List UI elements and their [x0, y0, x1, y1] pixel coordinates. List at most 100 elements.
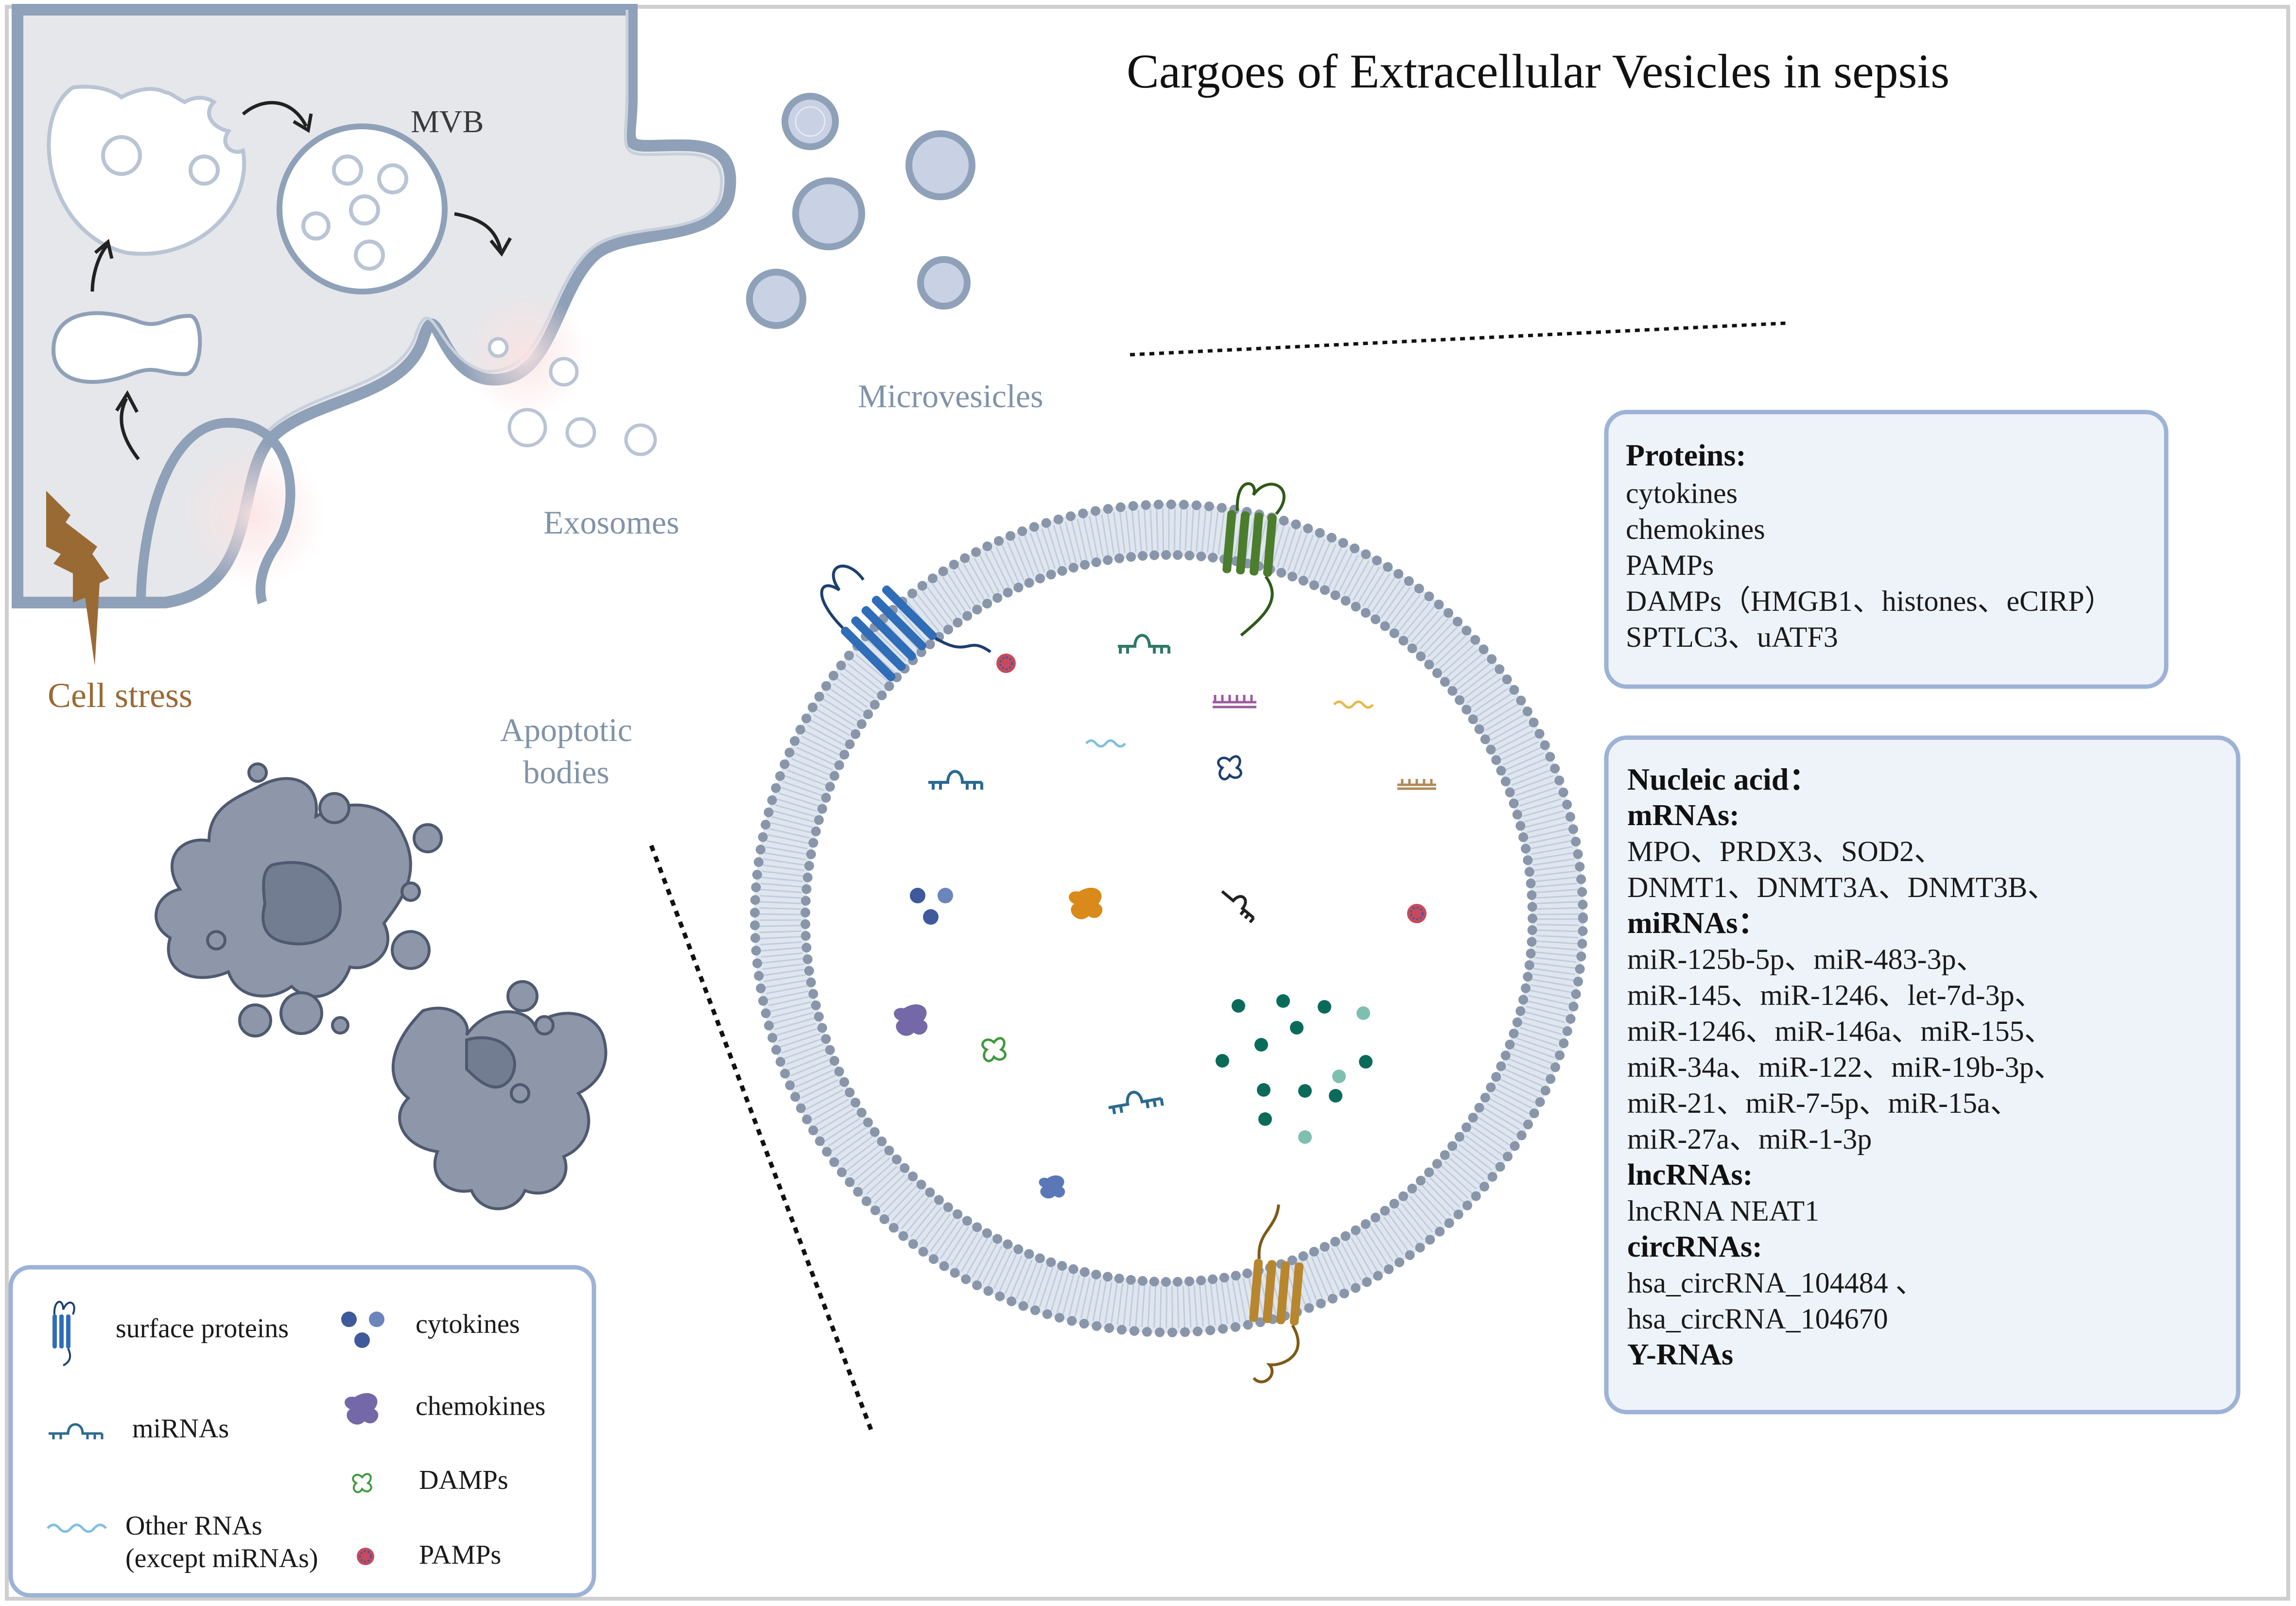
microvesicle: [792, 177, 865, 250]
legend-box: [8, 1265, 596, 1598]
cytokine-icon: [341, 1312, 384, 1348]
surface-protein-orange: [1249, 1204, 1304, 1383]
microvesicles: [746, 93, 975, 329]
apoptotic-label-line2: bodies: [523, 754, 609, 791]
particle-cluster: [1216, 994, 1373, 1144]
exosome: [507, 408, 547, 448]
nucleic-acid-box: [1604, 735, 2241, 1415]
legend-other-rnas-line1: Other RNAs: [125, 1511, 262, 1541]
protein-item: cytokines: [1626, 477, 1738, 509]
legend-cytokines: cytokines: [416, 1309, 520, 1339]
ev-tails: [759, 509, 1579, 1328]
proteins-box: [1604, 410, 2169, 689]
lightning-icon: [46, 491, 109, 666]
arrow-to-release: [454, 212, 503, 251]
apoptotic-cell-2: [391, 1006, 608, 1210]
protein-item: DAMPs（HMGB1、histones、eCIRP）: [1626, 585, 2113, 617]
apoptotic-bleb: [318, 792, 350, 824]
microvesicle: [795, 106, 826, 137]
nucleic-heading: Nucleic acid：: [1627, 762, 1820, 796]
endocytosis-pit: [136, 417, 296, 604]
microvesicle: [782, 93, 839, 150]
figure-frame: [5, 5, 2290, 1601]
arrow-head: [94, 239, 114, 259]
mvb-label: MVB: [411, 104, 484, 139]
mirna-icon: [928, 770, 983, 790]
mvb-ilv: [377, 163, 408, 194]
mirna-icon: [1108, 1090, 1164, 1115]
protein-item: chemokines: [1626, 513, 1765, 545]
legend-chemokines: chemokines: [416, 1391, 545, 1421]
legend-other-rnas-line2: (except miRNAs): [125, 1543, 318, 1573]
arrow-maturation: [90, 244, 108, 292]
arrow-head: [115, 390, 139, 413]
lncrna-item: lncRNA NEAT1: [1627, 1195, 1819, 1227]
apoptotic-bleb: [534, 1015, 555, 1036]
pamp-icon: [1407, 904, 1426, 923]
surface-protein-green: [1222, 482, 1286, 637]
early-endosome: [51, 311, 202, 384]
cell-stress-label: Cell stress: [48, 676, 192, 715]
proteins-heading: Proteins:: [1626, 438, 1746, 472]
legend-pamps: PAMPs: [419, 1540, 501, 1570]
microvesicle: [905, 130, 975, 200]
apoptotic-label-line1: Apoptotic: [500, 711, 632, 748]
apoptotic-nucleus: [261, 861, 342, 946]
arrow-head: [489, 237, 512, 257]
apoptotic-bleb: [506, 980, 539, 1012]
late-endosome: [47, 85, 246, 256]
lncrnas-label: lncRNAs:: [1627, 1158, 1753, 1192]
mrna-item: MPO、PRDX3、SOD2、: [1627, 835, 1943, 867]
surface-protein-blue: [820, 565, 991, 681]
apoptotic-bleb: [413, 823, 443, 853]
legend-damps: DAMPs: [419, 1465, 508, 1495]
mirna-item: miR-27a、miR-1-3p: [1627, 1123, 1872, 1155]
extracellular-vesicle: [750, 482, 1588, 1383]
mrnas-label: mRNAs:: [1627, 799, 1739, 832]
other-rna-icon: [1085, 739, 1126, 748]
cell-membrane-inner: [267, 10, 723, 432]
legend-surface-proteins: surface proteins: [116, 1313, 289, 1344]
other-rna-icon: [1333, 700, 1374, 709]
pamp-icon: [996, 654, 1016, 673]
circrnas-label: circRNAs:: [1627, 1230, 1762, 1263]
chemokine-icon: [345, 1393, 379, 1425]
arrow-endocytosis: [120, 397, 140, 461]
damp-icon: [352, 1473, 372, 1493]
apoptotic-bleb: [247, 762, 268, 783]
apoptotic-bleb: [238, 1003, 272, 1037]
rna-icon: [1213, 695, 1256, 708]
protein-item: SPTLC3、uATF3: [1626, 621, 1838, 653]
mvb-ilv: [349, 194, 380, 225]
endocytosis-glow: [180, 442, 326, 588]
apoptotic-bleb: [510, 1083, 530, 1104]
exosomes-label: Exosomes: [543, 504, 679, 541]
parent-cell: MVB: [12, 4, 736, 608]
mirnas-label: miRNAs：: [1627, 907, 1768, 940]
legend-mirnas: miRNAs: [132, 1414, 229, 1444]
chemokine-icon: [1069, 887, 1103, 919]
ilv: [101, 135, 142, 176]
exosome-release-glow: [462, 292, 588, 418]
microvesicles-label: Microvesicles: [858, 378, 1043, 414]
exosome: [565, 417, 596, 448]
microvesicle: [917, 256, 971, 310]
surface-protein-icon: [52, 1301, 75, 1366]
chemokine-icon: [894, 1004, 928, 1036]
mvb-ilv: [332, 155, 363, 186]
separator-top: [1130, 321, 1787, 357]
mirna-item: miR-145、miR-1246、let-7d-3p、: [1627, 979, 2044, 1011]
mirna-item: miR-125b-5p、miR-483-3p、: [1627, 943, 1985, 975]
mirna-item: miR-34a、miR-122、miR-19b-3p、: [1627, 1051, 2063, 1083]
yrnas-label: Y-RNAs: [1627, 1338, 1733, 1371]
apoptotic-bodies: [155, 762, 608, 1210]
circrna-item: hsa_circRNA_104670: [1627, 1303, 1888, 1335]
arrow-head: [293, 113, 313, 133]
chemokine-icon: [1039, 1175, 1065, 1199]
arrow-to-mvb: [242, 101, 308, 127]
protein-item: PAMPs: [1626, 549, 1714, 581]
mirna-item: miR-21、miR-7-5p、miR-15a、: [1627, 1087, 2019, 1119]
apoptotic-bleb: [331, 1016, 349, 1035]
apoptotic-bleb: [400, 881, 421, 902]
